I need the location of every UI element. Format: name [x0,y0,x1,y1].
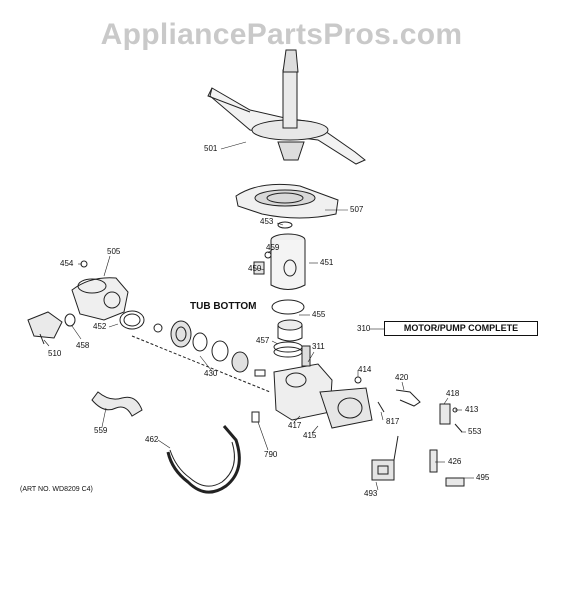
part-label-430: 430 [204,369,218,378]
part-label-493: 493 [364,489,378,498]
motor-pump-drawing [273,345,373,429]
part-label-451: 451 [320,258,334,267]
part-label-426: 426 [448,457,462,466]
part-label-459: 459 [266,243,280,252]
part-label-450: 450 [248,264,262,273]
watermark: AppliancePartsPros.com [100,18,463,51]
pump-housing-drawing [270,233,306,290]
motor-pump-complete-box: MOTOR/PUMP COMPLETE [384,321,538,336]
part-label-505: 505 [107,247,121,256]
tub-bottom-label: TUB BOTTOM [190,301,257,312]
assembly-number-label: 310 [357,324,371,333]
part-label-501: 501 [204,144,218,153]
assembly-name-label: MOTOR/PUMP COMPLETE [403,323,519,333]
part-label-455: 455 [312,310,326,319]
art-number: (ART NO. WD8209 C4) [20,486,93,493]
part-label-418: 418 [446,389,460,398]
part-label-495: 495 [476,473,490,482]
part-label-553: 553 [468,427,482,436]
part-label-457: 457 [256,336,270,345]
part-label-417: 417 [288,421,302,430]
part-label-454: 454 [60,259,74,268]
part-label-507: 507 [350,205,364,214]
check-valve-housing-drawing [71,277,129,321]
o-ring-453 [277,221,293,229]
part-label-559: 559 [94,426,108,435]
part-label-790: 790 [264,450,278,459]
filter-drawing [235,183,339,219]
part-label-413: 413 [465,405,479,414]
part-label-415: 415 [303,431,317,440]
spray-arm-drawing [207,49,366,165]
part-label-453: 453 [260,217,274,226]
part-label-452: 452 [93,322,107,331]
part-label-311: 311 [312,342,325,351]
part-label-817: 817 [386,417,400,426]
part-label-510: 510 [48,349,62,358]
part-label-414: 414 [358,365,372,374]
part-label-462: 462 [145,435,159,444]
part-label-458: 458 [76,341,90,350]
part-label-420: 420 [395,373,409,382]
